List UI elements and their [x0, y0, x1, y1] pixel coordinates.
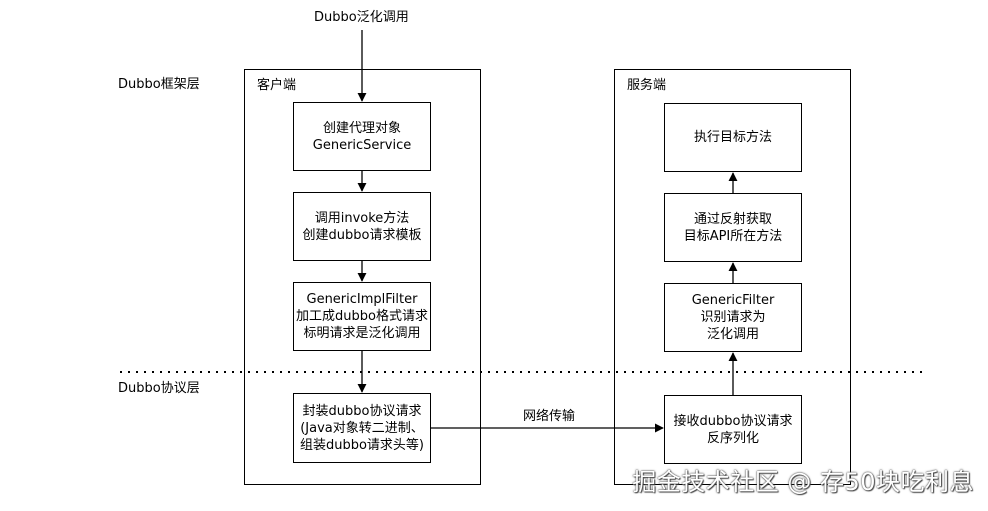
client-node-create-proxy: 创建代理对象 GenericService	[293, 102, 431, 171]
node-text: 创建dubbo请求模板	[302, 227, 422, 243]
node-text: 执行目标方法	[693, 130, 772, 145]
watermark: 掘金技术社区 @ 存50块吃利息	[632, 468, 974, 496]
client-title: 客户端	[257, 78, 297, 93]
node-text: GenericImplFilter	[306, 292, 418, 307]
node-text: 目标API所在方法	[683, 228, 783, 244]
server-node-execute-method: 执行目标方法	[664, 103, 802, 172]
node-text: 接收dubbo协议请求	[673, 413, 793, 429]
node-text: GenericService	[312, 137, 412, 153]
node-text: 标明请求是泛化调用	[303, 326, 421, 341]
layer-label-protocol: Dubbo协议层	[118, 381, 200, 396]
node-text: 泛化调用	[706, 327, 759, 342]
client-node-generic-impl-filter: GenericImplFilter 加工成dubbo格式请求 标明请求是泛化调用	[293, 282, 431, 351]
node-text: (Java对象转二进制、	[300, 420, 424, 436]
server-node-reflect-method: 通过反射获取 目标API所在方法	[664, 193, 802, 262]
node-text: 通过反射获取	[693, 211, 772, 227]
node-text: 封装dubbo协议请求	[302, 403, 422, 419]
node-text: 调用invoke方法	[314, 210, 410, 226]
node-text: 加工成dubbo格式请求	[296, 309, 428, 324]
node-text: 反序列化	[706, 430, 759, 446]
server-node-receive-request: 接收dubbo协议请求 反序列化	[664, 395, 802, 464]
node-text: 创建代理对象	[322, 120, 401, 136]
layer-label-framework: Dubbo框架层	[118, 77, 200, 92]
node-text: 识别请求为	[700, 310, 766, 325]
node-text: GenericFilter	[691, 293, 775, 308]
network-label: 网络传输	[523, 409, 576, 424]
server-title: 服务端	[627, 78, 667, 93]
client-container	[244, 69, 481, 485]
node-text: 组装dubbo请求头等)	[299, 437, 425, 453]
client-node-invoke: 调用invoke方法 创建dubbo请求模板	[293, 192, 431, 261]
client-node-encode-request: 封装dubbo协议请求 (Java对象转二进制、 组装dubbo请求头等)	[293, 393, 431, 463]
server-node-generic-filter: GenericFilter 识别请求为 泛化调用	[664, 283, 802, 352]
server-container	[614, 69, 851, 485]
top-label: Dubbo泛化调用	[314, 10, 409, 25]
